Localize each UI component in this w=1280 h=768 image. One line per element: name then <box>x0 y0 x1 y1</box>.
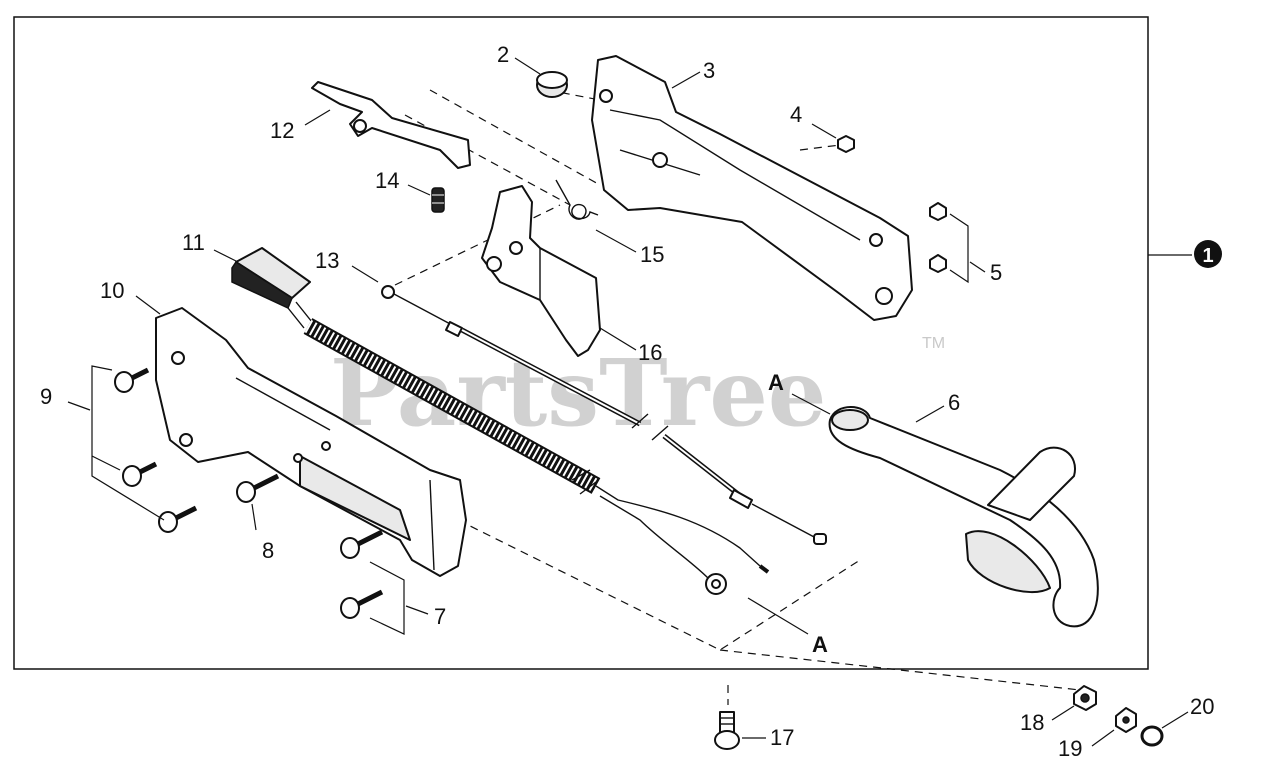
label-5: 5 <box>990 260 1002 285</box>
part-6-loop-handle[interactable] <box>828 406 1099 628</box>
part-3-handle-housing[interactable] <box>591 55 913 321</box>
part-8-screw[interactable] <box>236 473 280 503</box>
part-17-bolt[interactable] <box>714 711 740 750</box>
label-4: 4 <box>790 102 802 127</box>
ref-marker-a-top: A <box>768 370 784 395</box>
assembly-frame <box>13 16 1149 670</box>
part-15-torsion-spring[interactable] <box>555 179 599 220</box>
part-4-nut[interactable] <box>837 135 855 153</box>
label-11: 11 <box>182 230 205 255</box>
part-19-nut[interactable] <box>1115 707 1137 733</box>
label-8: 8 <box>262 538 274 563</box>
part-11-switch[interactable] <box>231 247 313 329</box>
label-2: 2 <box>497 42 509 67</box>
part-2-cap[interactable] <box>536 71 568 98</box>
part-16-trigger[interactable] <box>481 185 601 357</box>
part-5-nuts[interactable] <box>929 202 947 273</box>
part-9-screws[interactable] <box>114 367 198 533</box>
part-18-nut[interactable] <box>1073 685 1097 711</box>
watermark-trademark: TM <box>922 335 945 352</box>
label-17: 17 <box>770 725 794 750</box>
part-12-throttle-lever[interactable] <box>311 81 471 169</box>
part-10-rear-handle[interactable] <box>155 307 467 577</box>
label-19: 19 <box>1058 736 1082 761</box>
label-18: 18 <box>1020 710 1044 735</box>
part-7-screws[interactable] <box>340 529 384 619</box>
label-16: 16 <box>638 340 662 365</box>
label-13: 13 <box>315 248 339 273</box>
label-14: 14 <box>375 168 399 193</box>
part-13-throttle-cable[interactable] <box>381 285 827 545</box>
label-12: 12 <box>270 118 294 143</box>
label-10: 10 <box>100 278 124 303</box>
assembly-callout-1[interactable]: 1 <box>1194 240 1222 268</box>
label-6: 6 <box>948 390 960 415</box>
label-9: 9 <box>40 384 52 409</box>
part-14-spring[interactable] <box>431 187 445 213</box>
stop-switch-wire[interactable] <box>303 318 770 595</box>
part-20-ring[interactable] <box>1140 725 1164 747</box>
assembly-callout-number: 1 <box>1202 245 1213 267</box>
label-3: 3 <box>703 58 715 83</box>
label-15: 15 <box>640 242 664 267</box>
label-7: 7 <box>434 604 446 629</box>
ref-marker-a-bottom: A <box>812 632 828 657</box>
label-20: 20 <box>1190 694 1214 719</box>
